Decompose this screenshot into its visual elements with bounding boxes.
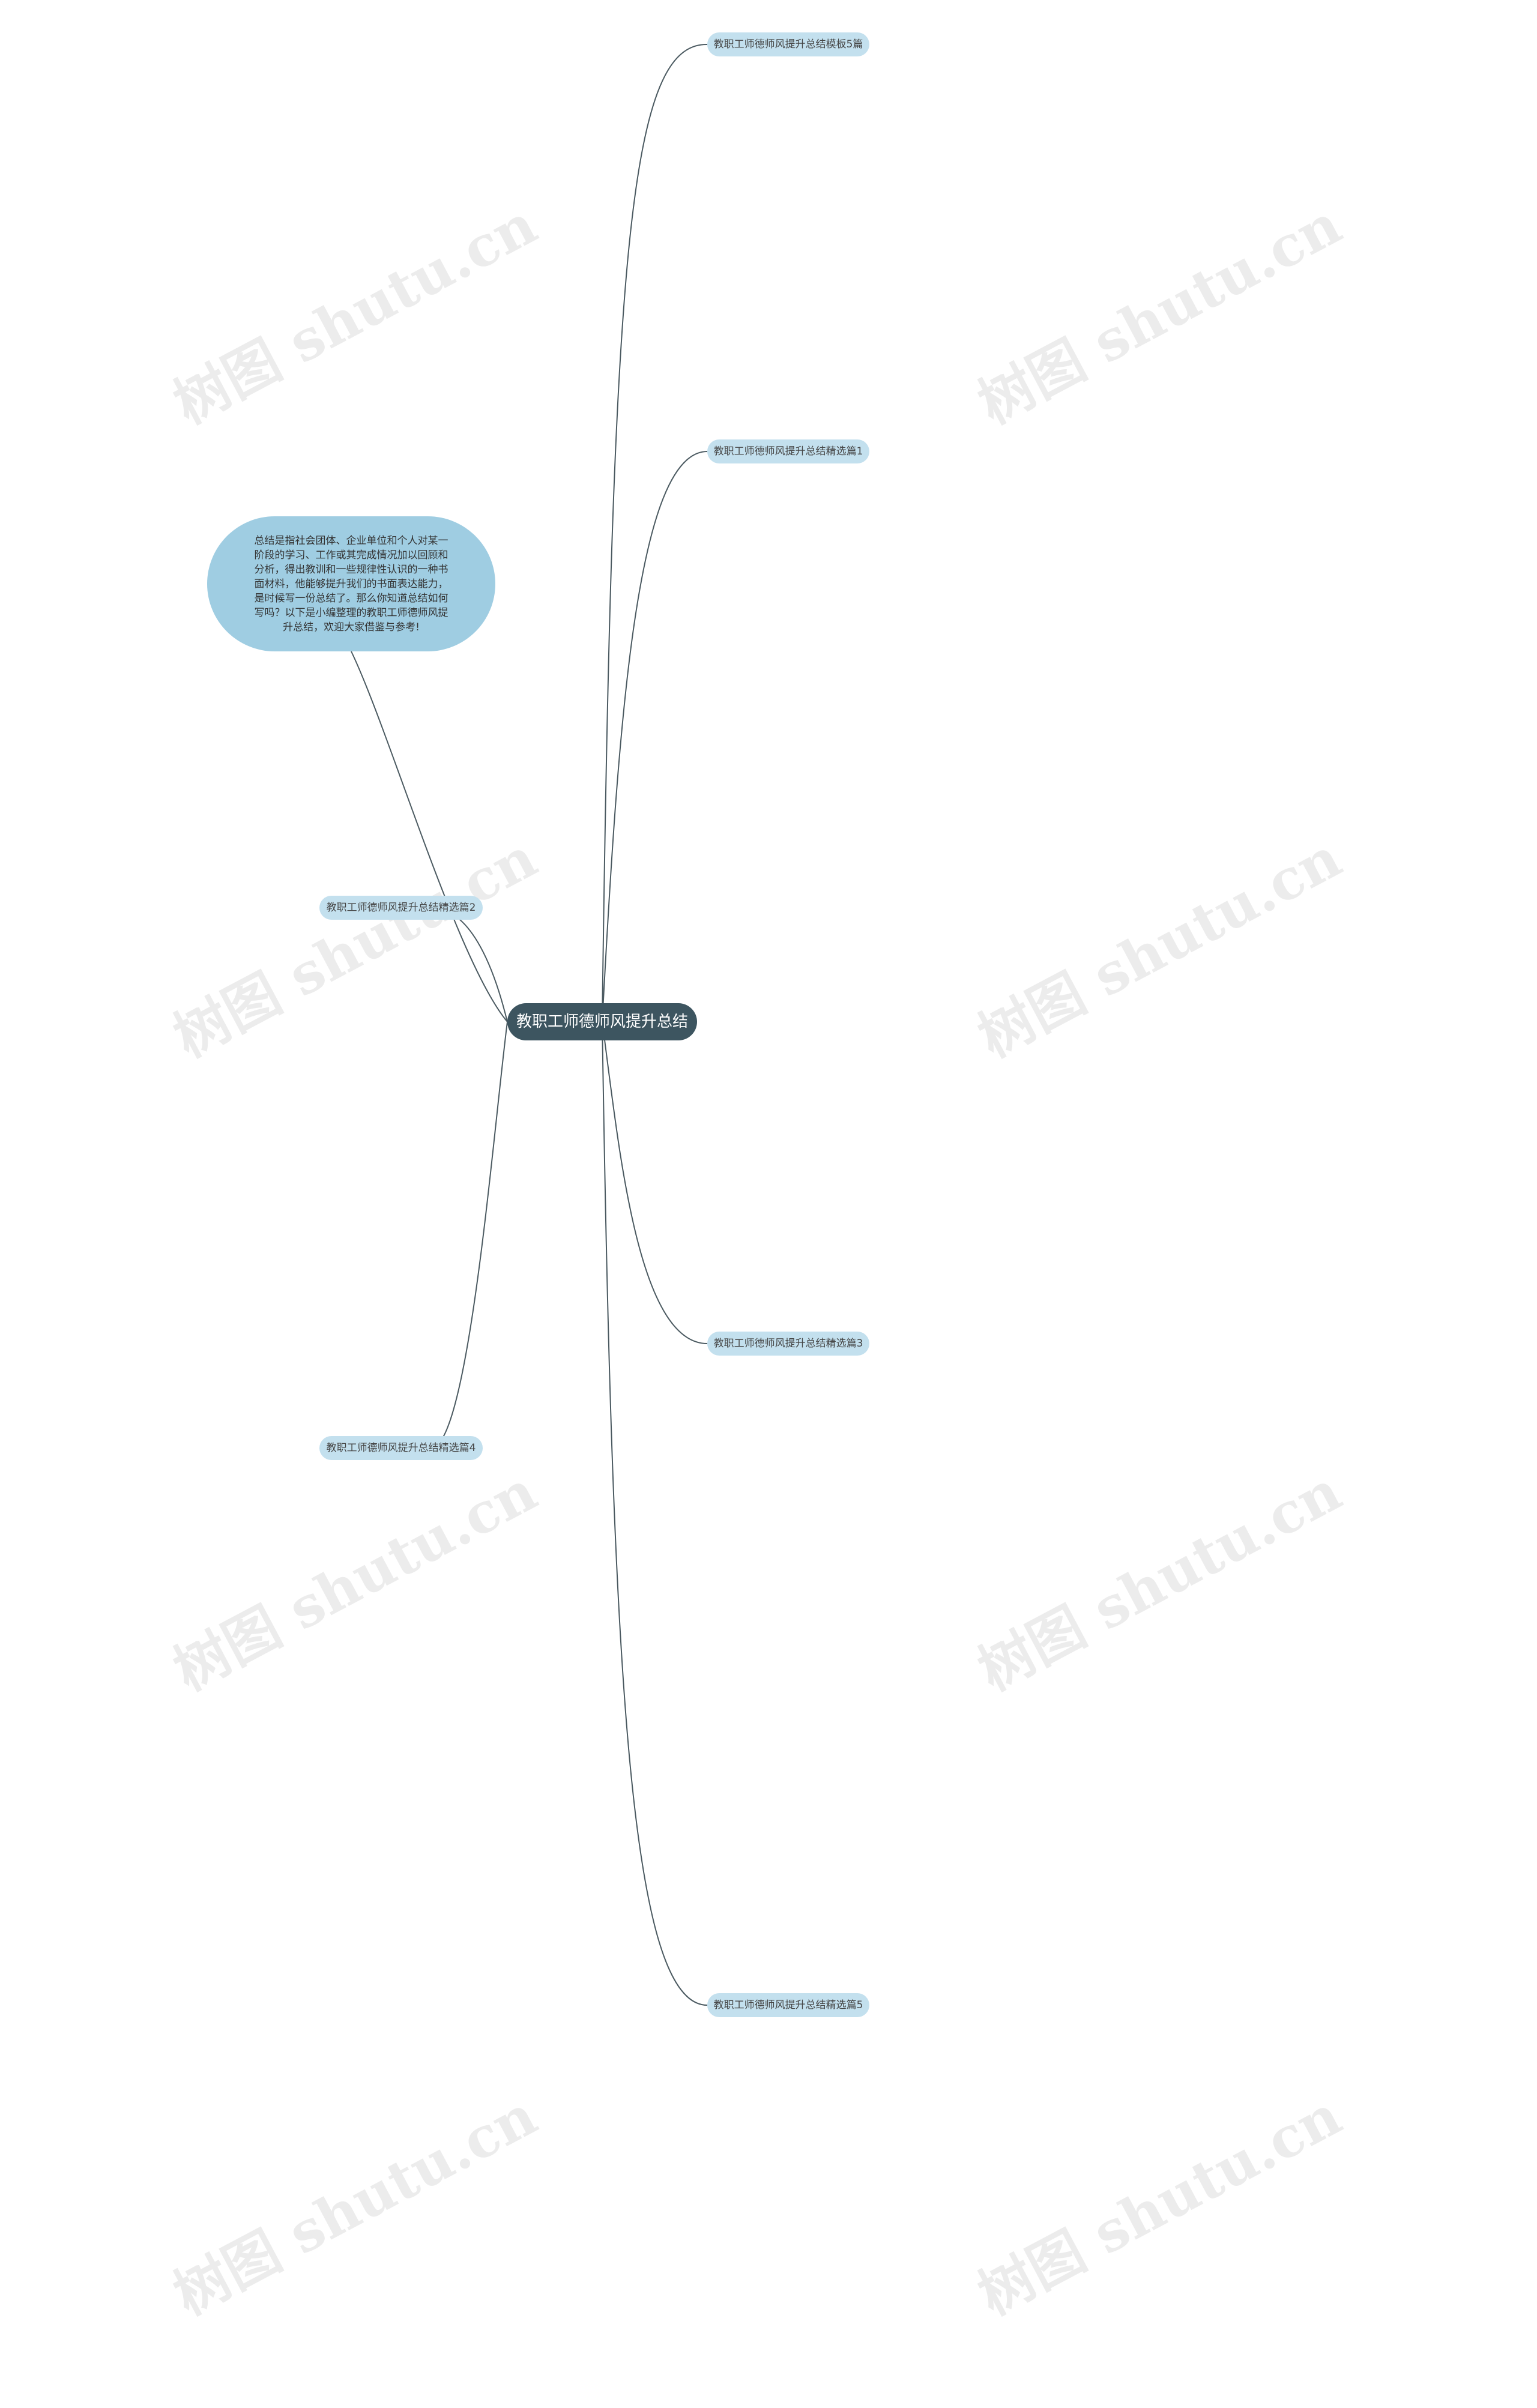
- branch-1[interactable]: 教职工师德师风提升总结精选篇1: [707, 439, 869, 463]
- branch-3[interactable]: 教职工师德师风提升总结精选篇3: [707, 1332, 869, 1356]
- connector-b4: [430, 1021, 508, 1449]
- connector-template: [602, 43, 708, 1022]
- connector-intro: [351, 651, 508, 1022]
- branch-2[interactable]: 教职工师德师风提升总结精选篇2: [319, 896, 483, 920]
- connector-b3: [602, 1021, 708, 1344]
- root-node[interactable]: 教职工师德师风提升总结: [507, 1003, 697, 1040]
- branch-template[interactable]: 教职工师德师风提升总结模板5篇: [707, 32, 869, 56]
- connector-b5: [602, 1021, 708, 2006]
- branch-5[interactable]: 教职工师德师风提升总结精选篇5: [707, 1993, 869, 2017]
- intro-text: 总结是指社会团体、企业单位和个人对某一阶段的学习、工作或其完成情况加以回顾和分析…: [254, 534, 448, 633]
- connector-b1: [602, 451, 708, 1022]
- intro-node[interactable]: 总结是指社会团体、企业单位和个人对某一阶段的学习、工作或其完成情况加以回顾和分析…: [207, 516, 495, 651]
- branch-4[interactable]: 教职工师德师风提升总结精选篇4: [319, 1436, 483, 1460]
